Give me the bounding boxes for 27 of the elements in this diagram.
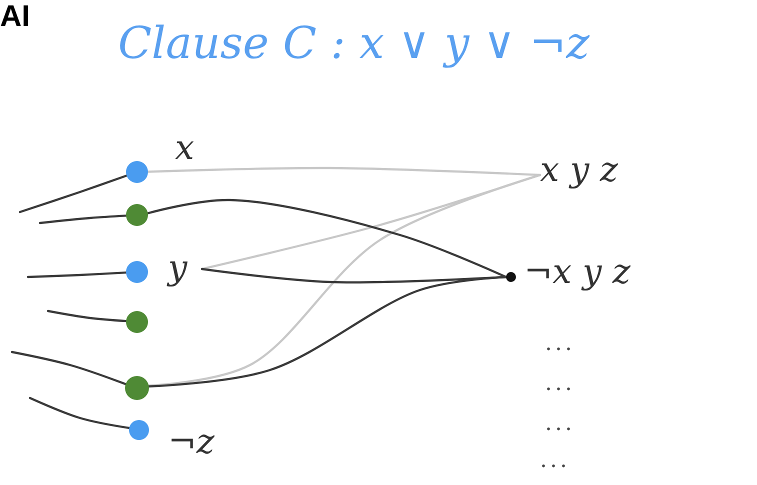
term-text: x y z: [540, 150, 618, 191]
dot: [126, 204, 148, 226]
connector-line: [148, 174, 542, 387]
connector-line: [46, 310, 128, 322]
title: Clause C : x ∨ y ∨ ¬z: [118, 18, 590, 69]
dot: [126, 311, 148, 333]
connector-line: [146, 198, 508, 278]
term-text: y: [168, 248, 188, 289]
variable-label: ¬z: [168, 422, 214, 463]
connector-line: [28, 396, 130, 430]
connector-line: [146, 166, 542, 176]
ellipsis: ...: [545, 332, 575, 356]
ellipsis: ...: [545, 372, 575, 396]
dot: [126, 161, 148, 183]
variable-label: x: [175, 128, 194, 169]
ellipsis: ...: [545, 412, 575, 436]
connector-line: [38, 214, 128, 224]
connector-line: [10, 350, 127, 386]
dot: [125, 376, 149, 400]
connector-line: [26, 271, 128, 278]
dot: [126, 261, 148, 283]
term-text: ¬x y z: [524, 252, 630, 293]
ellipsis: ...: [540, 449, 570, 474]
connector-line: [148, 276, 508, 388]
dot: [129, 420, 149, 440]
connector-line: [18, 174, 128, 214]
panel-label: AI: [0, 0, 30, 33]
